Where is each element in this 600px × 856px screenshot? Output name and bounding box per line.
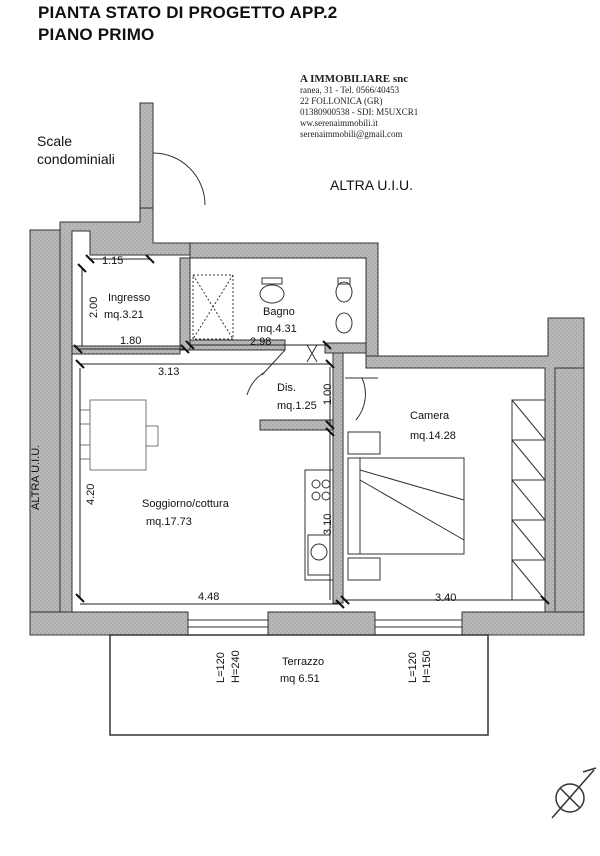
bed — [347, 431, 465, 581]
bathroom-fixtures — [192, 274, 353, 340]
terrazzo-area: mq 6.51 — [280, 673, 320, 685]
dimension-ticks — [73, 254, 550, 609]
compass-icon — [551, 767, 597, 819]
altra-uiu-left: ALTRA U.I.U. — [30, 444, 42, 510]
soggiorno-area: mq.17.73 — [146, 516, 192, 528]
dim-4-48: 4.48 — [198, 591, 220, 603]
window2-height: H=150 — [421, 650, 433, 683]
altra-uiu-top: ALTRA U.I.U. — [330, 177, 413, 193]
window1-width: L=120 — [215, 652, 227, 683]
agency-name: A IMMOBILIARE snc — [300, 73, 409, 85]
agency-address: ranea, 31 - Tel. 0566/40453 — [300, 85, 400, 95]
ingresso-name: Ingresso — [108, 292, 151, 304]
bagno-area: mq.4.31 — [257, 323, 297, 335]
dis-name: Dis. — [277, 382, 296, 394]
wardrobe — [511, 399, 546, 601]
bagno-name: Bagno — [263, 306, 295, 318]
condominiali-label: condominiali — [37, 151, 115, 167]
plan-title: PIANTA STATO DI PROGETTO APP.2 — [38, 3, 338, 22]
window2-width: L=120 — [407, 652, 419, 683]
doors — [246, 344, 378, 421]
dim-1-15: 1.15 — [102, 255, 124, 267]
agency-email: serenaimmobili@gmail.com — [300, 129, 403, 139]
dim-3-40: 3.40 — [435, 592, 457, 604]
entry-door-swing — [152, 152, 206, 206]
ingresso-area: mq.3.21 — [104, 309, 144, 321]
floor-title: PIANO PRIMO — [38, 25, 155, 44]
dim-3-10: 3.10 — [322, 513, 334, 535]
dis-area: mq.1.25 — [277, 400, 317, 412]
dim-1-80: 1.80 — [120, 335, 142, 347]
dining-table — [79, 399, 159, 471]
terrazzo-name: Terrazzo — [282, 656, 325, 668]
agency-stamp: A IMMOBILIARE snc ranea, 31 - Tel. 0566/… — [300, 74, 418, 140]
camera-name: Camera — [410, 410, 450, 422]
dimension-lines — [78, 258, 545, 605]
agency-city: 22 FOLLONICA (GR) — [300, 96, 383, 106]
agency-website: ww.serenaimmobili.it — [300, 118, 378, 128]
stair-wall — [139, 102, 154, 209]
terrace-outline — [109, 634, 489, 736]
soggiorno-name: Soggiorno/cottura — [142, 498, 229, 510]
dim-3-13: 3.13 — [158, 366, 180, 378]
dim-1-00: 1.00 — [322, 383, 334, 405]
agency-vat: 01380900538 - SDI: M5UXCR1 — [300, 107, 419, 117]
window1-height: H=240 — [230, 650, 242, 683]
camera-area: mq.14.28 — [410, 430, 456, 442]
dim-2-00: 2.00 — [88, 296, 100, 318]
kitchen — [304, 469, 334, 581]
scale-label: Scale — [37, 133, 73, 149]
dim-2-98: 2.98 — [250, 336, 272, 348]
dim-4-20: 4.20 — [85, 483, 97, 505]
exterior-walls — [29, 207, 585, 636]
